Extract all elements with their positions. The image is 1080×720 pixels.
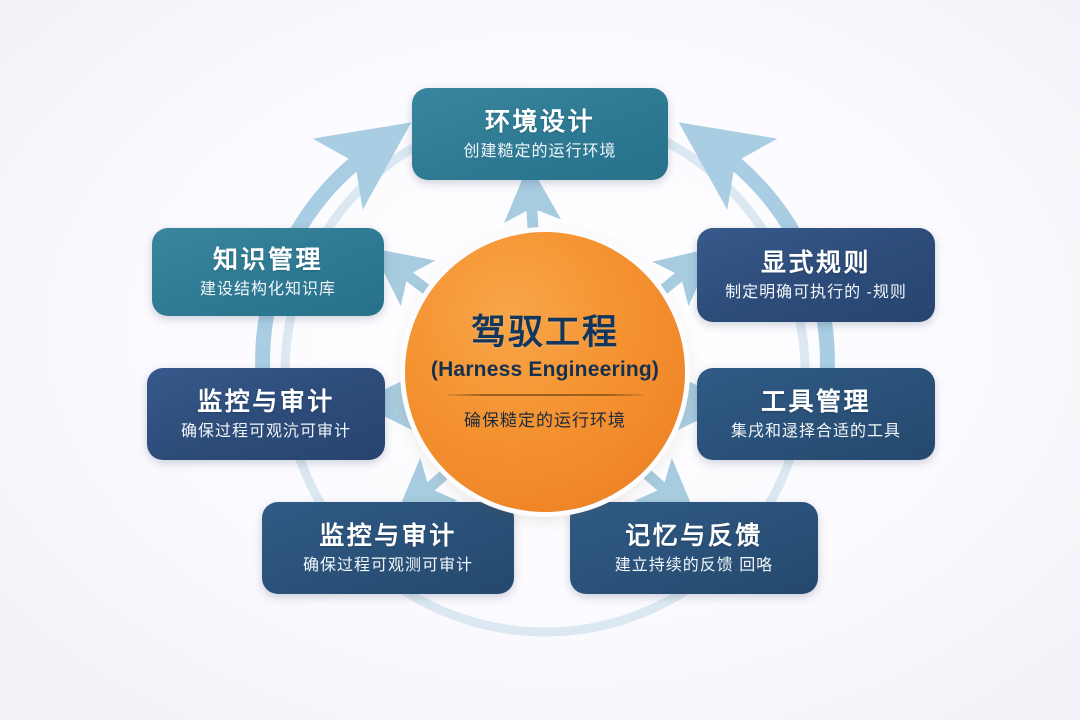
node-title: 监控与审计 xyxy=(319,521,457,550)
node-description: 确保过程可观沆可审计 xyxy=(180,422,351,440)
node-knowledge-management[interactable]: 知识管理 建设结构化知识库 xyxy=(152,228,384,316)
node-memory-feedback[interactable]: 记忆与反馈 建立持续的反馈 回咯 xyxy=(570,502,818,594)
center-tagline: 碖保糙定的运行环境 xyxy=(464,410,626,430)
node-title: 记忆与反馈 xyxy=(625,521,763,550)
spoke-arrow-right-upper xyxy=(652,247,716,307)
spoke-arrow-bottom-right xyxy=(634,457,697,518)
spoke-arrow-left-upper xyxy=(371,248,436,307)
node-description: 创建糙定的运行环境 xyxy=(463,142,617,160)
node-description: 建设结构化知识库 xyxy=(199,280,336,298)
node-description: 建立持续的反馈 回咯 xyxy=(614,556,774,574)
node-tool-management[interactable]: 工具管理 集戌和逯择合适的工具 xyxy=(697,368,935,460)
node-title: 知识管理 xyxy=(212,245,323,274)
center-divider xyxy=(447,393,643,396)
node-description: 制定明确可执行的 -规则 xyxy=(725,283,907,301)
node-description: 集戌和逯择合适的工具 xyxy=(730,422,901,440)
node-title: 工具管理 xyxy=(760,387,871,416)
node-explicit-rules[interactable]: 显式规则 制定明确可执行的 -规则 xyxy=(697,228,935,322)
node-title: 显式规则 xyxy=(760,248,871,277)
spoke-arrow-top xyxy=(504,163,562,234)
node-environment-design[interactable]: 环境设计 创建糙定的运行环境 xyxy=(412,88,668,180)
node-description: 确保过程可观测可审计 xyxy=(302,556,473,574)
node-title: 监控与审计 xyxy=(197,387,335,416)
center-hub: 驾驭工程 (Harness Engineering) 碖保糙定的运行环境 xyxy=(405,232,685,512)
node-title: 环境设计 xyxy=(484,107,595,136)
node-monitoring-audit-bottom[interactable]: 监控与审计 确保过程可观测可审计 xyxy=(262,502,514,594)
center-subtitle-english: (Harness Engineering) xyxy=(430,357,660,381)
node-monitoring-audit-left[interactable]: 监控与审计 确保过程可观沆可审计 xyxy=(147,368,385,460)
center-title: 驾驭工程 xyxy=(470,313,619,353)
